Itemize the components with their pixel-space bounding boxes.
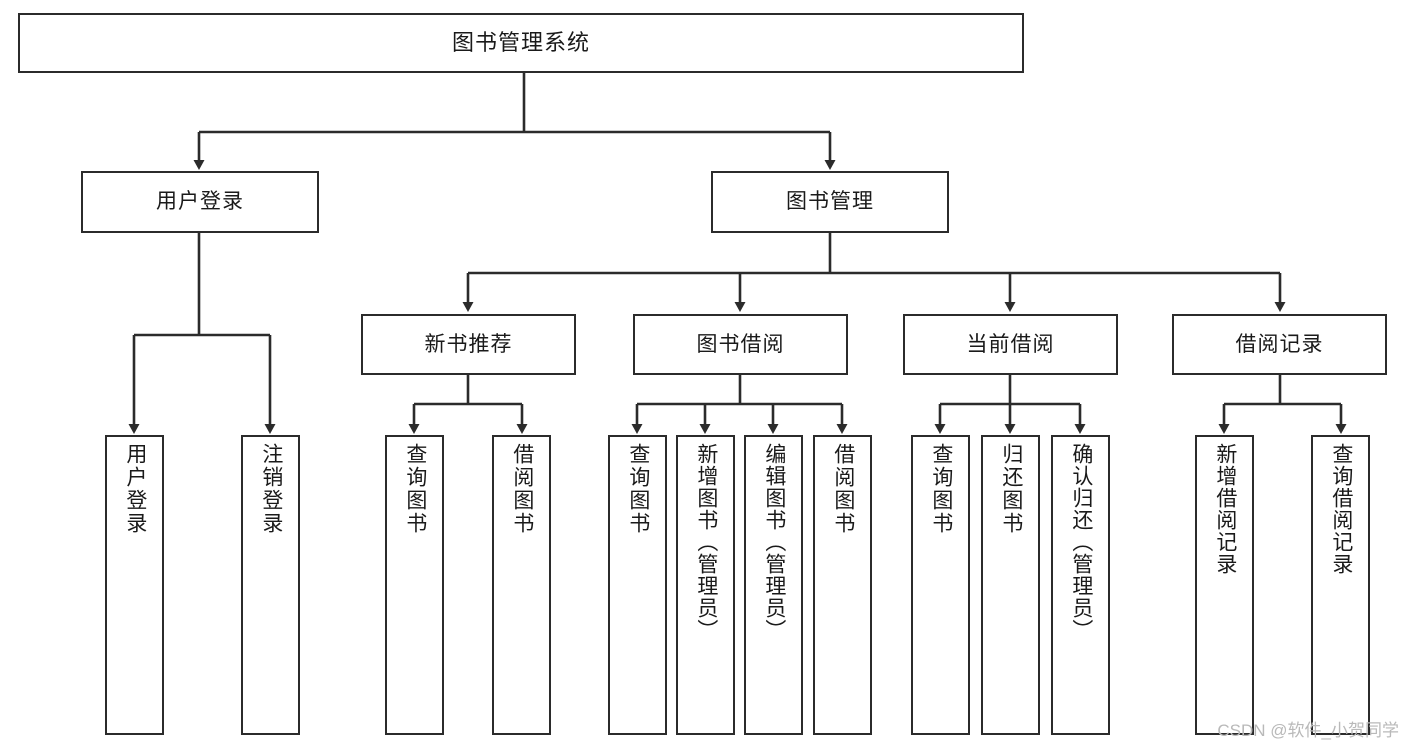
leaf-add-borrow-record[interactable]: 新增借阅记录: [1195, 435, 1254, 735]
leaf-label: 查询图书: [626, 443, 650, 535]
watermark-text: CSDN @软件_小贺同学: [1217, 721, 1399, 740]
node-label: 用户登录: [156, 190, 244, 214]
node-label: 新书推荐: [424, 332, 513, 356]
node-book-borrow[interactable]: 图书借阅: [633, 314, 848, 375]
leaf-return-book[interactable]: 归还图书: [981, 435, 1040, 735]
leaf-label: 用户登录: [123, 443, 147, 535]
leaf-label: 编辑图书（管理员）: [762, 443, 786, 641]
node-borrow-record[interactable]: 借阅记录: [1172, 314, 1387, 375]
leaf-borrow-book-recommend[interactable]: 借阅图书: [492, 435, 551, 735]
leaf-user-logout[interactable]: 注销登录: [241, 435, 300, 735]
node-label: 图书管理系统: [451, 29, 590, 55]
leaf-edit-book-admin[interactable]: 编辑图书（管理员）: [744, 435, 803, 735]
leaf-borrow-book[interactable]: 借阅图书: [813, 435, 872, 735]
node-current-borrow[interactable]: 当前借阅: [903, 314, 1118, 375]
leaf-query-book-current[interactable]: 查询图书: [911, 435, 970, 735]
leaf-query-book-borrow[interactable]: 查询图书: [608, 435, 667, 735]
leaf-label: 查询图书: [929, 443, 953, 535]
node-label: 当前借阅: [966, 332, 1055, 356]
node-root-book-management-system[interactable]: 图书管理系统: [18, 13, 1024, 73]
node-label: 图书借阅: [696, 332, 785, 356]
node-book-management[interactable]: 图书管理: [711, 171, 949, 233]
leaf-label: 新增图书（管理员）: [694, 443, 718, 641]
leaf-query-book-recommend[interactable]: 查询图书: [385, 435, 444, 735]
node-label: 图书管理: [786, 190, 874, 214]
leaf-label: 新增借阅记录: [1213, 443, 1237, 575]
leaf-label: 注销登录: [259, 443, 283, 535]
leaf-label: 借阅图书: [510, 443, 534, 535]
leaf-label: 借阅图书: [831, 443, 855, 535]
node-label: 借阅记录: [1235, 332, 1324, 356]
leaf-label: 查询借阅记录: [1329, 443, 1353, 575]
leaf-label: 查询图书: [403, 443, 427, 535]
leaf-query-borrow-record[interactable]: 查询借阅记录: [1311, 435, 1370, 735]
leaf-user-login[interactable]: 用户登录: [105, 435, 164, 735]
node-user-login[interactable]: 用户登录: [81, 171, 319, 233]
node-new-book-recommend[interactable]: 新书推荐: [361, 314, 576, 375]
leaf-label: 归还图书: [999, 443, 1023, 535]
leaf-confirm-return-admin[interactable]: 确认归还（管理员）: [1051, 435, 1110, 735]
leaf-add-book-admin[interactable]: 新增图书（管理员）: [676, 435, 735, 735]
leaf-label: 确认归还（管理员）: [1069, 443, 1093, 641]
